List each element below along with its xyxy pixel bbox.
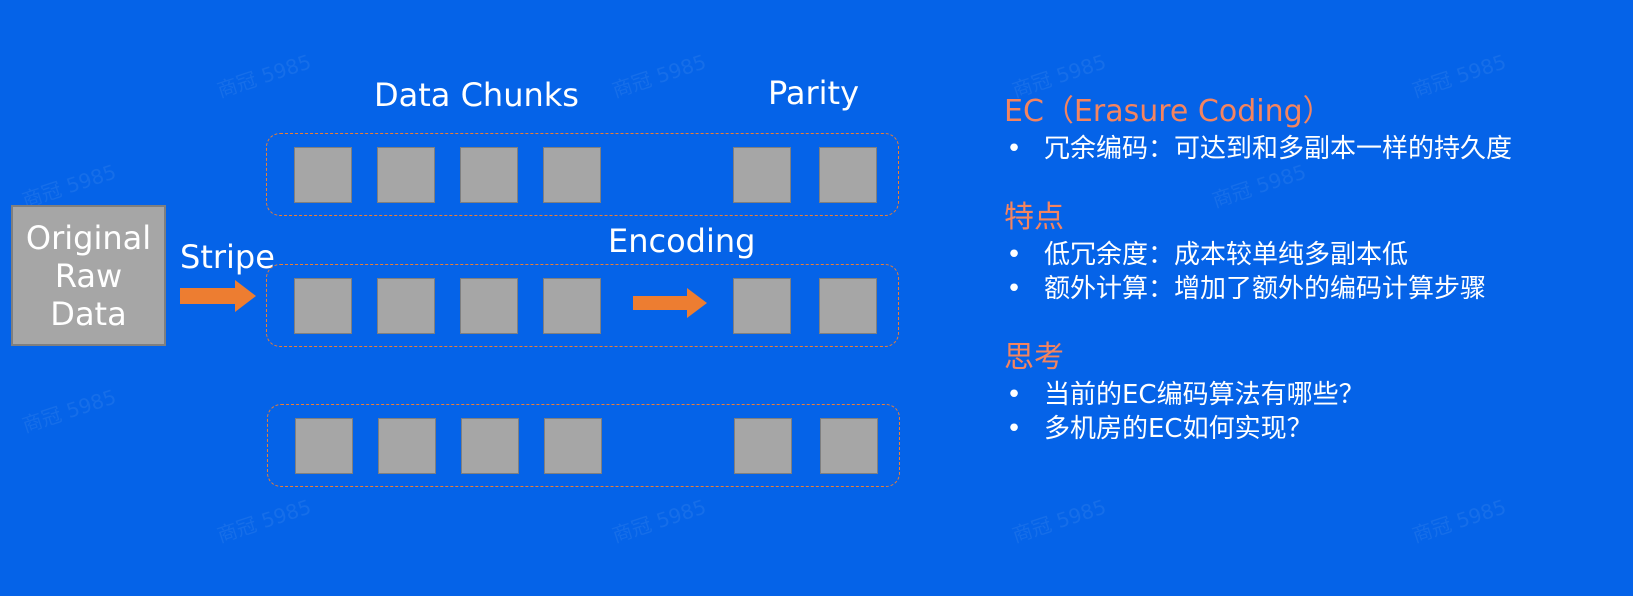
data-chunk bbox=[544, 418, 602, 474]
section-title-thinking: 思考 bbox=[1004, 340, 1064, 375]
parity-chunk bbox=[734, 418, 792, 474]
stripe-label: Stripe bbox=[180, 238, 275, 276]
watermark: 商冠 5985 bbox=[214, 49, 315, 103]
stripe-row bbox=[266, 133, 899, 216]
bullet-text: 当前的EC编码算法有哪些？ bbox=[1044, 380, 1365, 410]
encoding-label: Encoding bbox=[608, 222, 756, 260]
data-chunk bbox=[377, 147, 435, 203]
data-chunk bbox=[294, 278, 352, 334]
section-features: 特点 • 低冗余度：成本较单纯多副本低 • 额外计算：增加了额外的编码计算步骤 bbox=[1004, 198, 1624, 306]
watermark: 商冠 5985 bbox=[1409, 494, 1510, 548]
bullet-item: • 低冗余度：成本较单纯多副本低 bbox=[1004, 238, 1624, 272]
section-thinking: 思考 • 当前的EC编码算法有哪些？ • 多机房的EC如何实现？ bbox=[1004, 338, 1624, 446]
watermark: 商冠 5985 bbox=[214, 494, 315, 548]
bullet-item: • 多机房的EC如何实现？ bbox=[1004, 412, 1624, 446]
bullet-dot: • bbox=[1006, 414, 1022, 444]
data-chunk bbox=[460, 147, 518, 203]
bullet-text: 额外计算：增加了额外的编码计算步骤 bbox=[1044, 274, 1487, 304]
watermark: 商冠 5985 bbox=[19, 384, 120, 438]
data-chunks-label: Data Chunks bbox=[374, 76, 579, 114]
section-title-features: 特点 bbox=[1004, 200, 1064, 235]
data-chunk bbox=[377, 278, 435, 334]
bullet-text: 低冗余度：成本较单纯多副本低 bbox=[1044, 240, 1409, 270]
parity-chunk bbox=[819, 278, 877, 334]
bullet-dot: • bbox=[1006, 240, 1022, 270]
watermark: 商冠 5985 bbox=[1009, 494, 1110, 548]
watermark: 商冠 5985 bbox=[609, 494, 710, 548]
data-chunk bbox=[461, 418, 519, 474]
original-box-line: Original bbox=[25, 218, 152, 257]
parity-chunk bbox=[819, 147, 877, 203]
stripe-row bbox=[267, 404, 900, 487]
parity-chunk bbox=[820, 418, 878, 474]
original-box-line: Raw bbox=[54, 256, 123, 295]
bullet-item: • 冗余编码：可达到和多副本一样的持久度 bbox=[1004, 132, 1624, 166]
stripe-row bbox=[266, 264, 899, 347]
bullet-dot: • bbox=[1006, 380, 1022, 410]
data-chunk bbox=[295, 418, 353, 474]
bullet-dot: • bbox=[1006, 134, 1022, 164]
section-title-ec: EC（Erasure Coding） bbox=[1004, 94, 1333, 129]
data-chunk bbox=[543, 147, 601, 203]
bullet-text: 冗余编码：可达到和多副本一样的持久度 bbox=[1044, 134, 1513, 164]
data-chunk bbox=[460, 278, 518, 334]
original-raw-data-box: Original Raw Data bbox=[11, 205, 166, 346]
stripe-arrow bbox=[180, 280, 256, 312]
data-chunk bbox=[378, 418, 436, 474]
original-box-line: Data bbox=[50, 294, 127, 333]
data-chunk bbox=[543, 278, 601, 334]
bullet-dot: • bbox=[1006, 274, 1022, 304]
parity-chunk bbox=[733, 278, 791, 334]
bullet-text: 多机房的EC如何实现？ bbox=[1044, 414, 1313, 444]
bullet-item: • 当前的EC编码算法有哪些？ bbox=[1004, 378, 1624, 412]
section-ec: EC（Erasure Coding） • 冗余编码：可达到和多副本一样的持久度 bbox=[1004, 92, 1624, 166]
watermark: 商冠 5985 bbox=[609, 49, 710, 103]
parity-label: Parity bbox=[768, 74, 859, 112]
info-panel: EC（Erasure Coding） • 冗余编码：可达到和多副本一样的持久度 … bbox=[1004, 92, 1624, 446]
parity-chunk bbox=[733, 147, 791, 203]
data-chunk bbox=[294, 147, 352, 203]
encoding-arrow bbox=[633, 288, 707, 318]
bullet-item: • 额外计算：增加了额外的编码计算步骤 bbox=[1004, 272, 1624, 306]
